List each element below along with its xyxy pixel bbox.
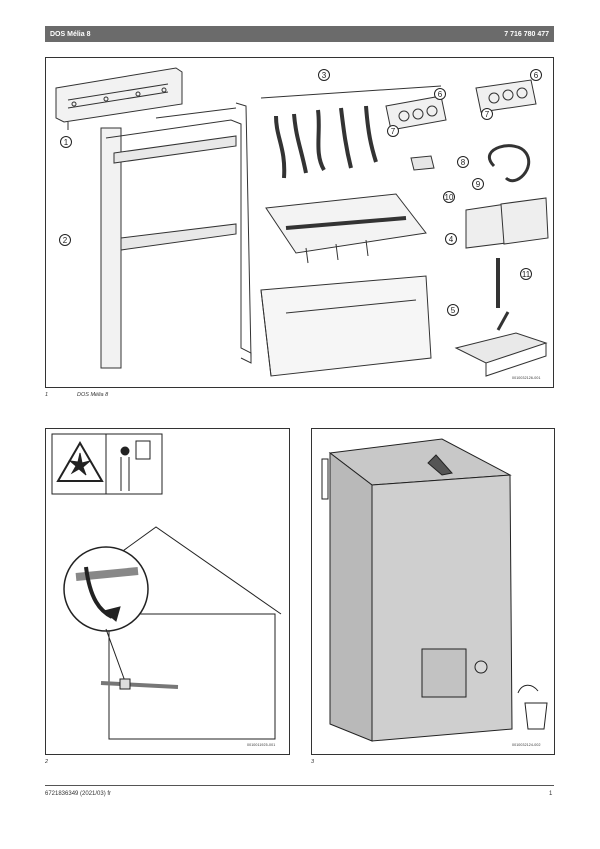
unit-side-face [329, 451, 373, 742]
callout-4: 4 [445, 233, 457, 245]
lift-arrow-icon [427, 454, 453, 476]
control-panel-window [421, 648, 467, 698]
figure-2-gas-shutoff: 0010011925-001 [45, 428, 290, 755]
explosion-glyph [68, 452, 91, 476]
wall-bracket-drawing [55, 67, 183, 130]
callout-8: 8 [457, 156, 469, 168]
footer-doc-ref: 6721836349 (2021/03) fr [45, 791, 112, 797]
footer-rule [45, 785, 554, 786]
magnifier-circle [63, 546, 149, 632]
callout-3: 3 [318, 69, 330, 81]
cover-tray-drawing [260, 275, 432, 377]
callout-7a: 7 [387, 125, 399, 137]
figure-3-code: 0010032124-002 [512, 743, 541, 747]
parts-illustration [55, 67, 549, 377]
gas-pipe [100, 681, 179, 689]
hoses-drawing [260, 85, 442, 179]
screws-and-box-drawing [454, 258, 548, 377]
unit-front-face [371, 474, 513, 742]
callout-5: 5 [447, 304, 459, 316]
recycle-arrow-icon [517, 684, 539, 694]
valve-icon [119, 678, 131, 690]
person-icon [120, 446, 130, 456]
house-outline [108, 613, 276, 740]
callout-7b: 7 [481, 108, 493, 120]
valve-drawing [410, 155, 435, 171]
figure-1-number: 1 [45, 392, 49, 398]
figure-1-parts-overview: 1 2 3 4 5 6 7 6 7 8 9 10 11 0010032126-0… [45, 57, 554, 388]
control-knob [474, 660, 488, 674]
callout-2: 2 [59, 234, 71, 246]
figure-1-code: 0010032126-001 [512, 376, 541, 380]
document-header: DOS Mélia 8 7 716 780 477 [45, 26, 554, 42]
gas-shutoff-illustration [51, 433, 282, 740]
unit-illustration [321, 438, 548, 742]
switch-panel-icon [135, 440, 151, 460]
callout-6a: 6 [434, 88, 446, 100]
recycling-bin-icon [524, 702, 548, 730]
wall-bracket-edge [321, 458, 329, 500]
plates-drawing [465, 197, 549, 249]
callout-6b: 6 [530, 69, 542, 81]
flexible-hose-drawing [487, 144, 530, 182]
mounting-frame-drawing [100, 102, 252, 369]
figure-2-code: 0010011925-001 [247, 743, 276, 747]
header-reference: 7 716 780 477 [504, 30, 549, 38]
footer-page-number: 1 [549, 791, 553, 797]
manifold-drawing [265, 193, 427, 264]
callout-1: 1 [60, 136, 72, 148]
figure-2-number: 2 [45, 759, 49, 765]
figure-3-unit-packaging: 0010032124-002 [311, 428, 555, 755]
figure-1-caption: DOS Mélia 8 [77, 392, 109, 398]
figure-3-number: 3 [311, 759, 315, 765]
callout-11: 11 [520, 268, 532, 280]
header-model: DOS Mélia 8 [50, 30, 91, 38]
gasket-sets-drawing [385, 79, 537, 131]
callout-10: 10 [443, 191, 455, 203]
callout-9: 9 [472, 178, 484, 190]
